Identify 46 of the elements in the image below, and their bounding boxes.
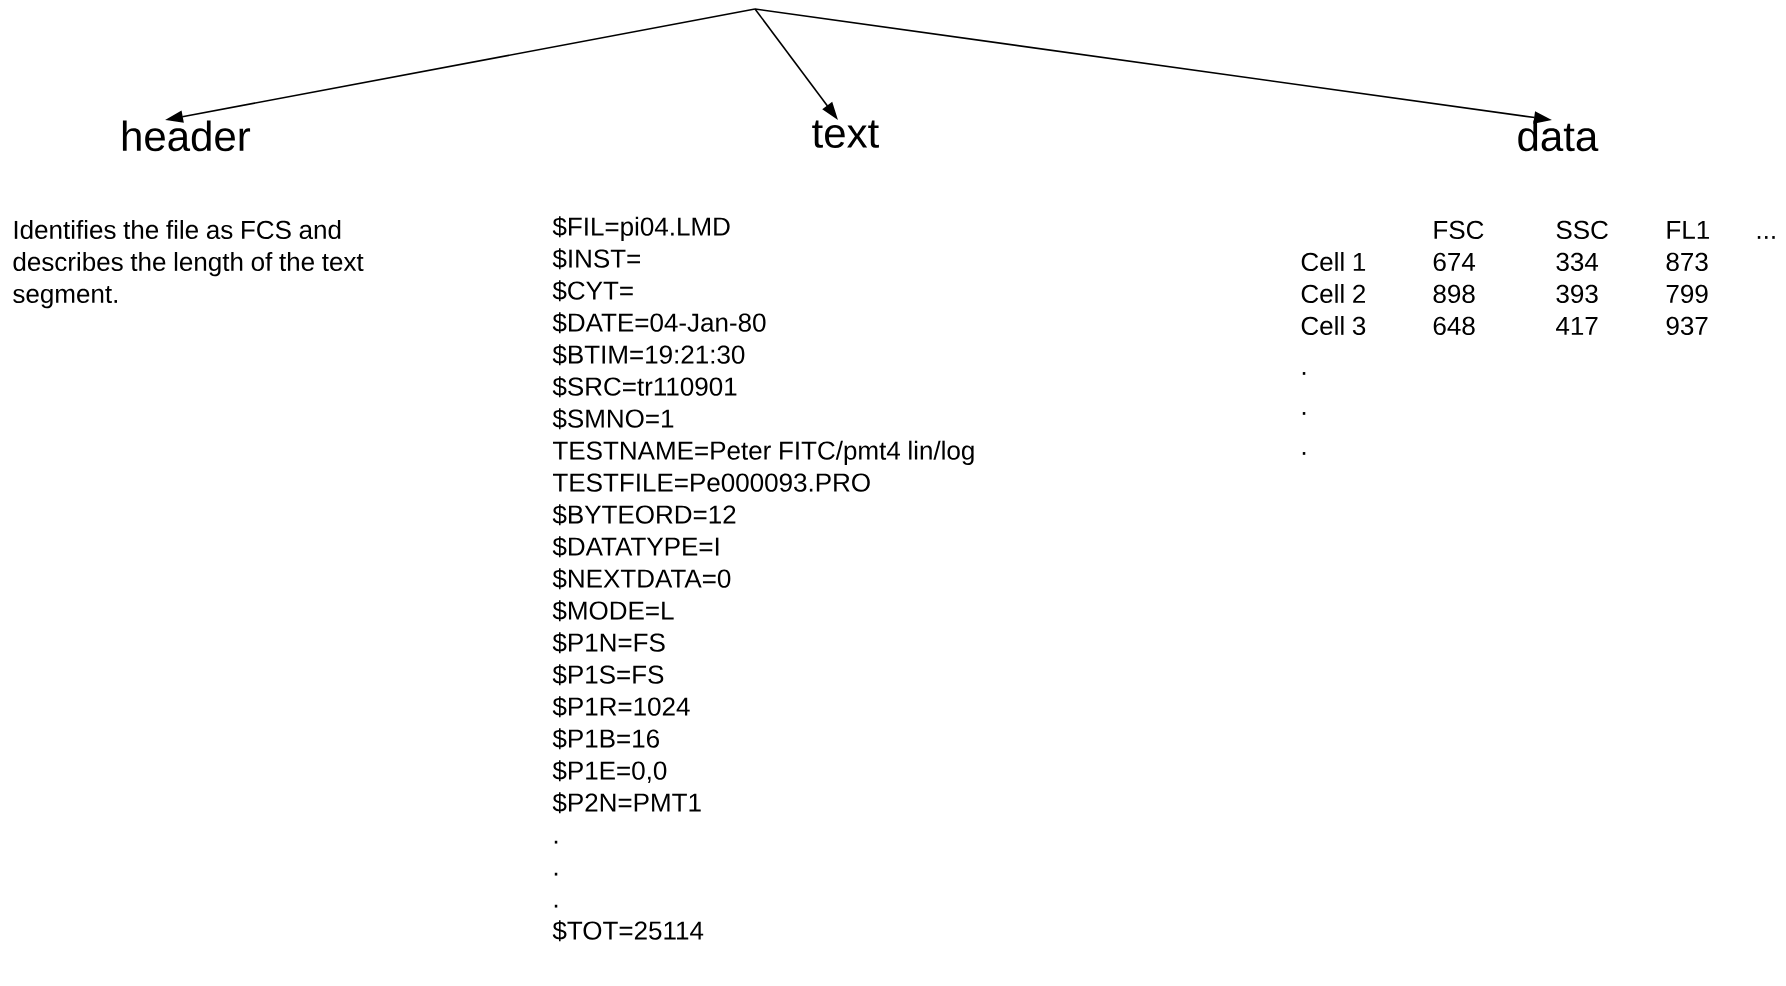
text-line: $BTIM=19:21:30 — [552, 344, 745, 366]
section-heading: data — [1518, 120, 1599, 152]
section-heading: header — [122, 120, 251, 152]
text-line: $P1B=16 — [552, 728, 659, 750]
text-line: $P1R=1024 — [552, 696, 690, 718]
table-value: 417 — [1556, 316, 1598, 335]
text-line: $P1S=FS — [552, 664, 664, 686]
ellipsis-dot: . — [1302, 452, 1306, 455]
text-line: $INST= — [552, 248, 640, 270]
text-line: TESTNAME=Peter FITC/pmt4 lin/log — [553, 440, 974, 465]
column-heading: SSC — [1556, 220, 1608, 240]
table-value: 799 — [1666, 284, 1708, 304]
text-line: $P2N=PMT1 — [552, 792, 701, 814]
text-line: $CYT= — [552, 280, 633, 302]
table-value: 334 — [1556, 252, 1599, 272]
table-value: 873 — [1666, 252, 1708, 272]
row-label: Cell 3 — [1301, 316, 1366, 336]
row-label: Cell 2 — [1301, 284, 1365, 304]
text-line: $DATATYPE=I — [552, 536, 719, 558]
table-value: 898 — [1433, 284, 1475, 304]
text-line: TESTFILE=Pe000093.PRO — [553, 473, 870, 492]
table-value: 393 — [1556, 284, 1598, 304]
table-value: 648 — [1433, 316, 1475, 336]
text-line: . — [554, 840, 558, 844]
text-line: $TOT=25114 — [552, 920, 704, 942]
description-text: Identifies the file as FCS and describes the length of the text segment. — [13, 220, 364, 309]
text-line: . — [554, 904, 558, 908]
text-line: $SMNO=1 — [552, 408, 674, 430]
column-heading: ... — [1757, 236, 1775, 239]
text-line: $SRC=tr110901 — [552, 376, 737, 398]
text-line: $P1E=0,0 — [552, 760, 667, 783]
text-line: $DATE=04-Jan-80 — [552, 312, 766, 334]
section-heading: text — [812, 120, 879, 148]
text-line: $MODE=L — [552, 600, 674, 622]
text-line: $FIL=pi04.LMD — [552, 216, 730, 241]
column-heading: FL1 — [1667, 220, 1709, 239]
row-label: Cell 1 — [1301, 252, 1366, 272]
table-value: 674 — [1433, 252, 1476, 272]
text-line: $NEXTDATA=0 — [552, 568, 731, 590]
text-line: $BYTEORD=12 — [552, 504, 736, 526]
ellipsis-dot: . — [1302, 412, 1306, 415]
column-heading: FSC — [1434, 220, 1484, 240]
table-value: 937 — [1666, 316, 1708, 336]
ellipsis-dot: . — [1302, 372, 1306, 375]
text-line: $P1N=FS — [552, 632, 665, 654]
text-line: . — [554, 872, 558, 876]
